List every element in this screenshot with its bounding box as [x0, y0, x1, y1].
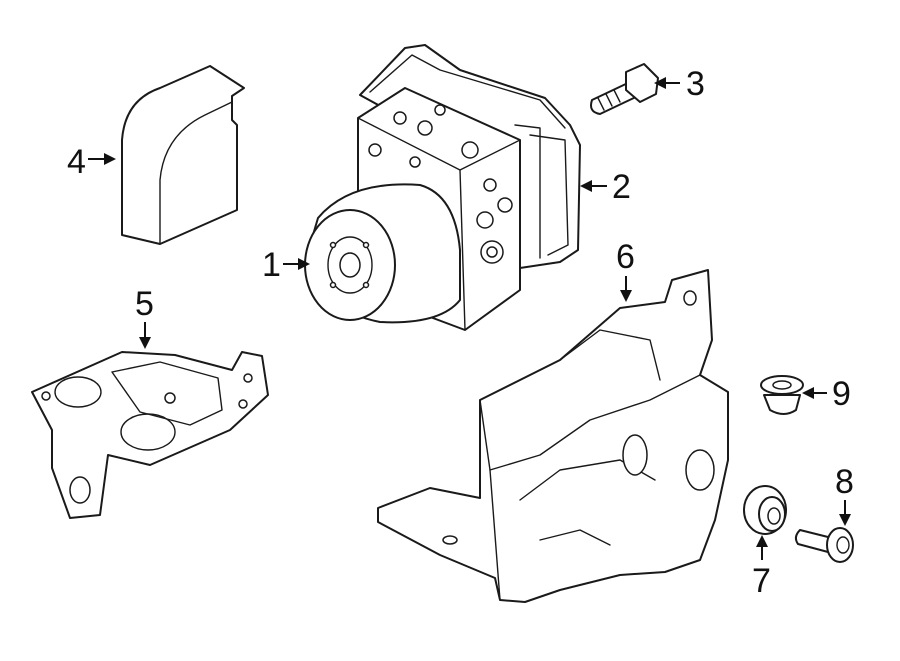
- part-3-bolt[interactable]: [590, 63, 659, 115]
- svg-text:6: 6: [616, 238, 635, 276]
- svg-text:2: 2: [612, 168, 631, 206]
- callout-5: 5: [135, 285, 154, 349]
- svg-text:8: 8: [835, 463, 854, 501]
- svg-text:7: 7: [752, 562, 771, 600]
- callout-8: 8: [835, 463, 854, 526]
- callout-3: 3: [654, 65, 705, 103]
- callout-4: 4: [67, 143, 116, 181]
- part-8-bolt[interactable]: [794, 527, 854, 563]
- part-4-cover[interactable]: [121, 65, 245, 245]
- svg-text:5: 5: [135, 285, 154, 323]
- callout-1: 1: [262, 246, 310, 284]
- callout-2: 2: [580, 168, 631, 206]
- part-7-bushing[interactable]: [743, 485, 787, 535]
- svg-text:1: 1: [262, 246, 281, 284]
- part-6-mounting-bracket[interactable]: [377, 269, 729, 603]
- part-1-hydraulic-block[interactable]: [304, 87, 521, 331]
- part-5-bracket[interactable]: [31, 351, 269, 519]
- svg-text:3: 3: [686, 65, 705, 103]
- svg-text:9: 9: [832, 375, 851, 413]
- svg-text:4: 4: [67, 143, 86, 181]
- callout-7: 7: [752, 535, 771, 600]
- callout-9: 9: [802, 375, 851, 413]
- callout-6: 6: [616, 238, 635, 302]
- part-9-grommet[interactable]: [760, 375, 804, 415]
